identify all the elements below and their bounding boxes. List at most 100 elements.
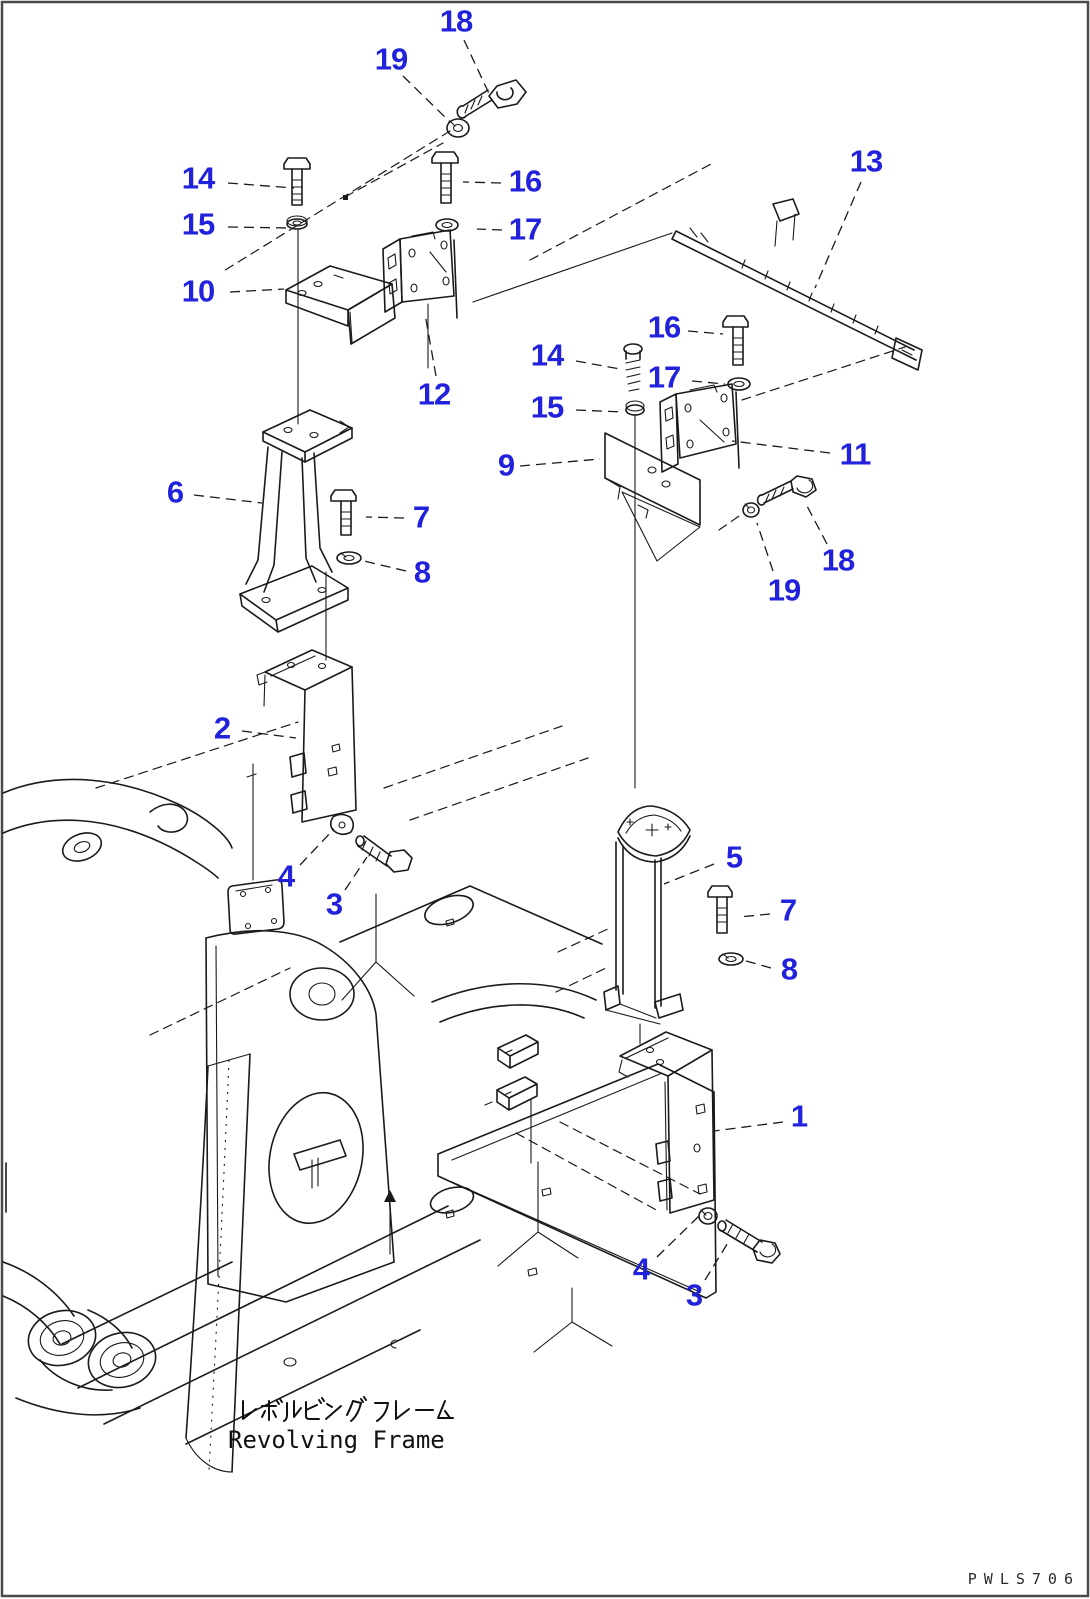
nut-15-top	[286, 215, 308, 230]
jp-glyph-6	[374, 1402, 389, 1422]
leader-18	[463, 39, 493, 101]
callout-8: 8	[780, 951, 798, 987]
callout-3: 3	[325, 886, 343, 922]
leader-11	[731, 440, 831, 454]
callout-15: 15	[181, 206, 215, 242]
plate-9	[604, 432, 701, 562]
bolt-14-mid	[623, 343, 643, 392]
leader-13	[814, 181, 862, 289]
leader-7	[738, 913, 771, 918]
bracket-11	[659, 383, 740, 473]
caption-english: Revolving Frame	[228, 1426, 445, 1454]
leader-6	[193, 494, 263, 504]
nut-15-mid	[625, 400, 645, 416]
bracket-10	[285, 265, 396, 345]
leader-14	[227, 182, 295, 189]
leader-15	[575, 409, 624, 413]
leader-19	[402, 75, 451, 123]
callout-18: 18	[439, 3, 473, 39]
washer-8-left	[336, 551, 362, 565]
nut-4-right	[698, 1207, 718, 1225]
leader-15	[227, 226, 292, 229]
leader-9	[519, 458, 601, 467]
assembly-line-d	[741, 346, 906, 401]
leader-1	[713, 1121, 784, 1132]
callout-7: 7	[412, 499, 430, 535]
callout-5: 5	[725, 839, 743, 875]
washer-19-top	[446, 118, 470, 138]
leader-17	[691, 380, 726, 385]
leader-14	[575, 360, 621, 370]
callout-16: 16	[508, 163, 542, 199]
callout-16: 16	[647, 309, 681, 345]
callout-18: 18	[821, 542, 855, 578]
stand-6	[239, 409, 353, 633]
revolving-frame	[2, 721, 611, 1473]
callout-6: 6	[166, 474, 184, 510]
jp-glyph-7	[395, 1400, 410, 1420]
jp-glyph-5	[346, 1396, 367, 1422]
leader-18	[806, 505, 828, 545]
bolt-16-top	[431, 151, 459, 204]
reference-dot	[343, 195, 348, 200]
leader-2	[241, 730, 297, 739]
bolt-18-top	[456, 79, 527, 119]
callout-10: 10	[181, 273, 215, 309]
bracket-1	[618, 1031, 715, 1214]
callout-9: 9	[497, 447, 515, 483]
washer-17-top	[435, 218, 459, 232]
stand-5	[603, 805, 691, 1025]
leader-16	[462, 181, 502, 184]
callout-12: 12	[417, 376, 451, 412]
leader-3	[704, 1240, 730, 1281]
leader-8	[745, 960, 772, 969]
plate-code: PWLS706	[967, 1570, 1080, 1588]
bolt-7-left	[330, 489, 357, 536]
washer-8-right	[718, 952, 744, 966]
plug-4-left	[329, 813, 355, 836]
callout-leaders	[193, 39, 862, 1281]
stay-bar-13	[671, 198, 923, 371]
bolt-18-mid	[756, 475, 817, 506]
bracket-2	[256, 649, 357, 823]
assembly-line-19-mid	[718, 513, 743, 531]
callout-15: 15	[530, 389, 564, 425]
callout-17: 17	[508, 211, 542, 247]
callout-2: 2	[213, 710, 231, 746]
leader-7	[365, 516, 405, 519]
bracket-12	[382, 229, 458, 369]
callout-11: 11	[839, 436, 872, 472]
callout-3: 3	[685, 1277, 703, 1313]
bolt-16-mid	[722, 315, 749, 366]
spacer-blocks	[484, 1034, 661, 1213]
jp-glyph-2	[283, 1400, 302, 1422]
center-line-cover	[246, 763, 257, 881]
callout-4: 4	[277, 858, 295, 894]
jp-glyph-0	[242, 1400, 257, 1420]
callout-14: 14	[181, 160, 215, 196]
callout-4: 4	[632, 1251, 650, 1287]
assembly-line-a	[344, 142, 444, 198]
leader-16	[687, 330, 724, 335]
leader-5	[663, 863, 715, 885]
bolt-3-right	[717, 1219, 781, 1264]
assembly-line-19	[221, 130, 451, 273]
washer-19-mid	[742, 502, 760, 518]
cover-plate	[227, 879, 285, 935]
callout-7: 7	[779, 892, 797, 928]
leader-8	[363, 560, 407, 572]
callout-8: 8	[413, 554, 431, 590]
leader-10	[229, 288, 285, 293]
platform-deck	[283, 1063, 717, 1367]
jp-glyph-3	[305, 1397, 325, 1420]
callout-1: 1	[790, 1098, 808, 1134]
bolt-14-top	[283, 157, 311, 206]
callout-19: 19	[767, 572, 801, 608]
assembly-line-c	[472, 232, 673, 303]
leader-4	[656, 1214, 701, 1258]
jp-glyph-9	[437, 1400, 454, 1419]
leader-3	[344, 856, 368, 891]
